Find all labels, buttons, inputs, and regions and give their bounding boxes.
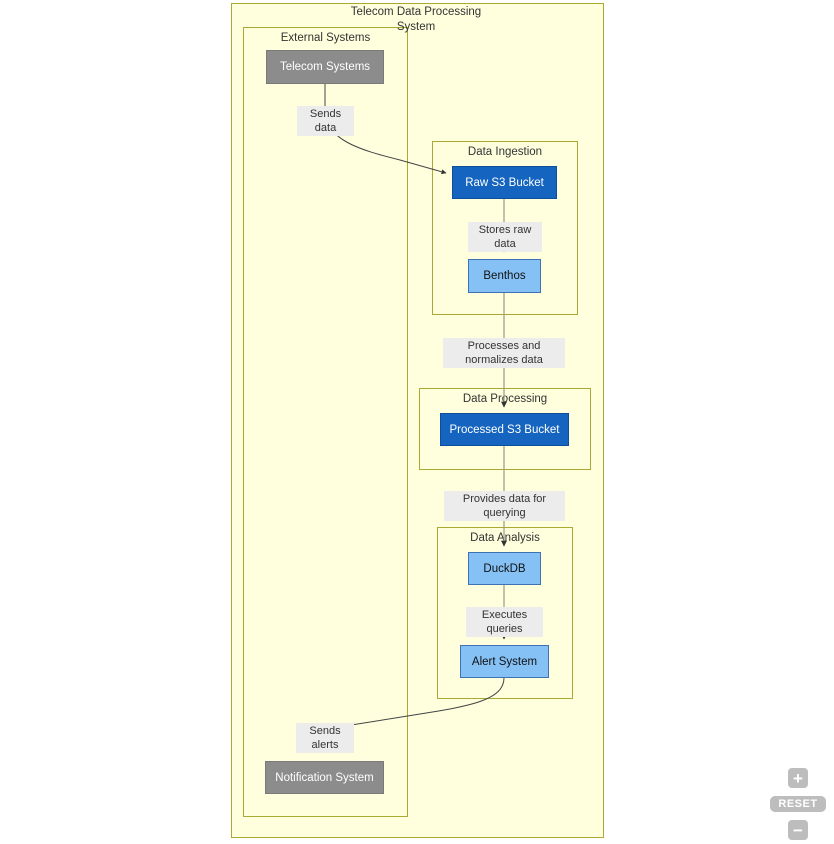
edge-label-sends-alerts: Sends alerts bbox=[296, 723, 354, 753]
node-label-telecom-systems: Telecom Systems bbox=[279, 61, 371, 73]
subgraph-label-data-ingestion: Data Ingestion bbox=[467, 146, 543, 158]
node-alert-system[interactable]: Alert System bbox=[460, 645, 549, 678]
subgraph-label-data-analysis: Data Analysis bbox=[470, 532, 540, 544]
node-label-processed-s3-bucket: Processed S3 Bucket bbox=[449, 423, 560, 436]
edge-label-provides-data-for-querying: Provides data for querying bbox=[444, 491, 565, 521]
node-benthos[interactable]: Benthos bbox=[468, 259, 541, 293]
subgraph-label-data-processing: Data Processing bbox=[462, 393, 548, 405]
zoom-in-button[interactable]: + bbox=[788, 768, 808, 788]
node-telecom-systems[interactable]: Telecom Systems bbox=[266, 50, 384, 84]
node-label-benthos: Benthos bbox=[483, 270, 526, 282]
zoom-reset-button[interactable]: RESET bbox=[770, 796, 826, 812]
edge-label-processes-and-normalizes-data: Processes and normalizes data bbox=[443, 338, 565, 368]
edge-label-sends-data: Sends data bbox=[297, 106, 354, 136]
node-notification-system[interactable]: Notification System bbox=[265, 761, 384, 794]
node-processed-s3-bucket[interactable]: Processed S3 Bucket bbox=[440, 413, 569, 446]
node-duckdb[interactable]: DuckDB bbox=[468, 552, 541, 585]
node-label-notification-system: Notification System bbox=[275, 771, 374, 784]
subgraph-external-systems: External Systems bbox=[243, 27, 408, 817]
node-label-duckdb: DuckDB bbox=[483, 562, 526, 575]
zoom-out-button[interactable]: − bbox=[788, 820, 808, 840]
zoom-controls: + RESET − bbox=[768, 768, 828, 840]
diagram-title: Telecom Data Processing System bbox=[350, 6, 482, 33]
node-label-raw-s3-bucket: Raw S3 Bucket bbox=[465, 176, 544, 189]
node-label-alert-system: Alert System bbox=[471, 655, 538, 668]
node-raw-s3-bucket[interactable]: Raw S3 Bucket bbox=[452, 166, 557, 199]
subgraph-label-external-systems: External Systems bbox=[280, 32, 371, 44]
edge-label-stores-raw-data: Stores raw data bbox=[468, 222, 542, 252]
edge-label-executes-queries: Executes queries bbox=[466, 607, 543, 637]
